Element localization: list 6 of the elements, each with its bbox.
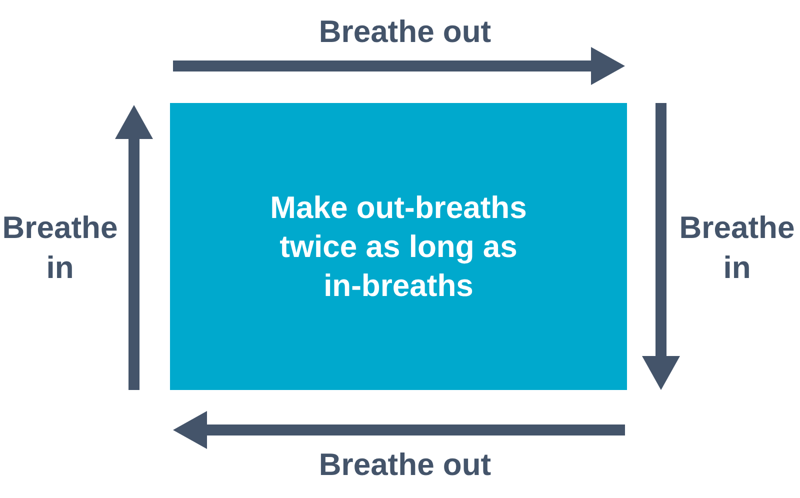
- step-label: Breathe out: [318, 13, 492, 51]
- step-label: Breathe in: [678, 209, 796, 287]
- instruction-box: [170, 103, 627, 390]
- step-label: Breathe out: [318, 446, 492, 484]
- step-label: Breathe in: [1, 209, 119, 287]
- instruction-text: Make out-breaths twice as long as in-breaths: [269, 189, 528, 305]
